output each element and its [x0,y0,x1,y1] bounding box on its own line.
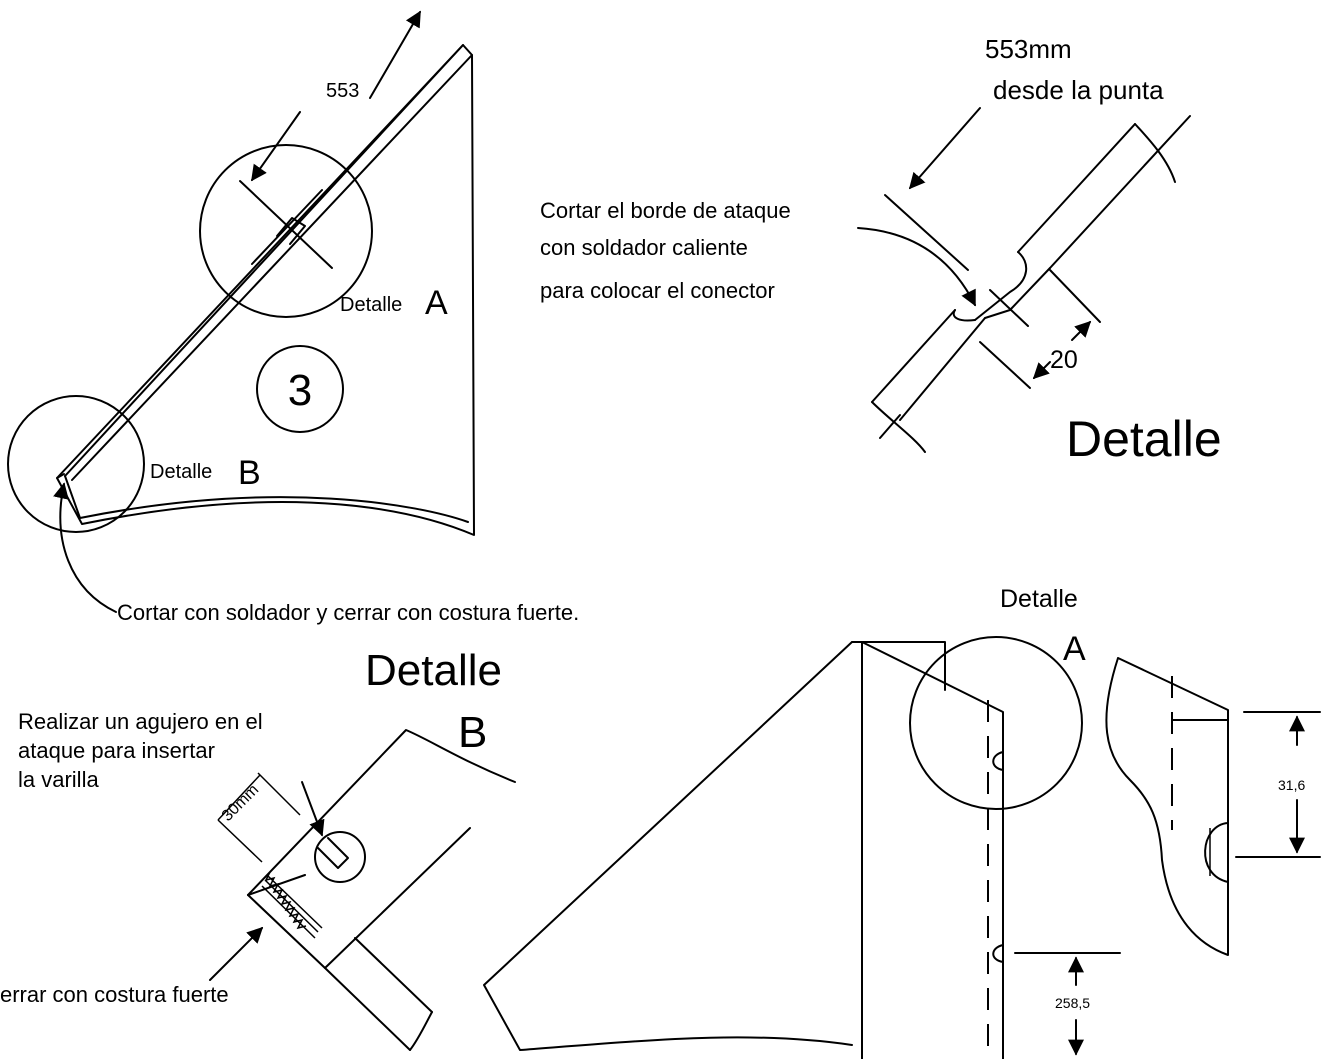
dim-553mm-line2: desde la punta [993,75,1164,105]
cut-note: Cortar con soldador y cerrar con costura… [117,600,579,625]
detail-b-marker [7,395,145,533]
detail-b-letter: B [238,454,261,492]
dimension-30mm-label: 30mm [219,781,262,824]
panel-bottom-drawing [483,636,1121,1059]
dimension-553-arrow [251,10,421,182]
hole-note-line1: Realizar un agujero en el [18,709,263,734]
cut-edge-note-line2: con soldador caliente [540,235,748,260]
panel-number-circle [256,345,344,433]
dimension-258-5-label: 258,5 [1055,995,1090,1011]
dim-553mm-line1: 553mm [985,34,1072,64]
dimension-31-6-label: 31,6 [1278,777,1305,793]
detail-b-drawing [209,729,516,1051]
detail-a-marker [199,144,373,318]
cut-note-leader [53,482,117,613]
hole-note-line2: ataque para insertar [18,738,215,763]
detail-a-word: Detalle [340,294,402,316]
detail-b-title-word: Detalle [365,646,502,695]
cut-edge-note-line3: para colocar el conector [540,278,775,303]
top-right-detail [857,107,1191,453]
detail-a-letter: A [425,284,448,322]
detail-a-enlarged [1105,657,1321,956]
panel-3-outline [56,44,475,536]
detail-a-word-bottom: Detalle [1000,585,1078,613]
hole-note-line3: la varilla [18,767,99,792]
panel-number: 3 [288,366,312,415]
detail-b-word: Detalle [150,461,212,483]
cut-edge-note-line1: Cortar el borde de ataque [540,198,791,223]
detail-title: Detalle [1066,411,1222,467]
dimension-553-label: 553 [326,80,359,102]
dimension-20-label: 20 [1050,346,1078,374]
detail-b-title-letter: B [458,708,487,757]
close-seam-note: errar con costura fuerte [0,982,229,1007]
detail-a-letter-bottom: A [1063,630,1086,668]
